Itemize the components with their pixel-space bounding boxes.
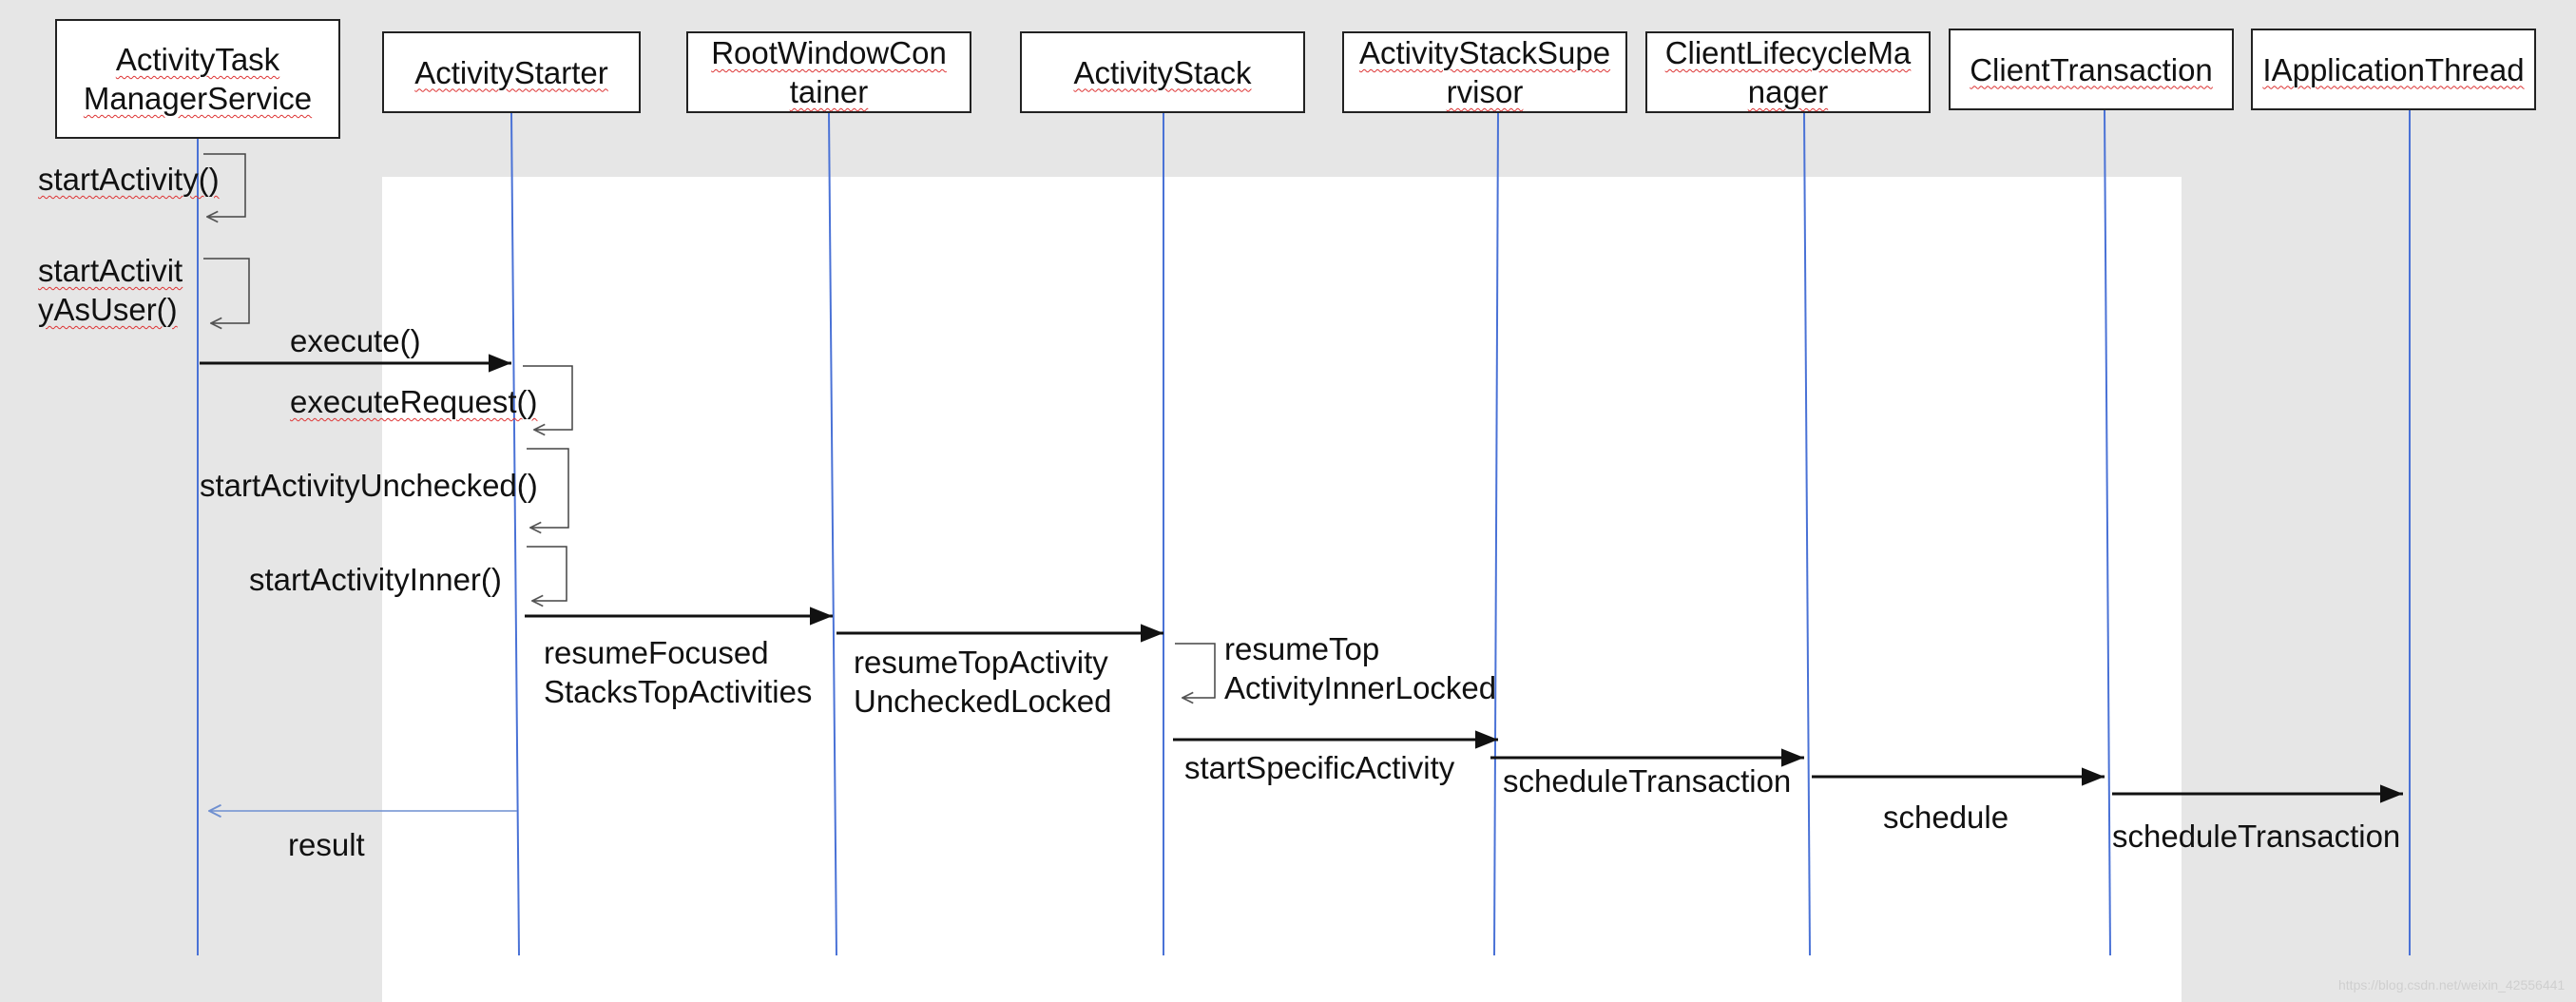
self-call-loop-execute-request bbox=[523, 365, 573, 430]
message-execute: execute() bbox=[290, 323, 421, 358]
participant-stack: ActivityStack bbox=[1020, 31, 1305, 113]
lifeline-lifecycle bbox=[1803, 111, 1811, 956]
lifeline-starter bbox=[510, 111, 520, 956]
message-execute-request: executeRequest() bbox=[290, 384, 538, 419]
participant-transaction-label: ClientTransaction bbox=[1970, 51, 2213, 87]
slide-panel bbox=[382, 177, 2182, 1002]
participant-appthread-label: IApplicationThread bbox=[2262, 51, 2525, 87]
message-start-activity-inner: startActivityInner() bbox=[249, 562, 502, 597]
participant-starter-label: ActivityStarter bbox=[414, 54, 608, 90]
self-call-loop-resume-top-inner bbox=[1175, 643, 1216, 698]
message-start-activity: startActivity() bbox=[38, 162, 220, 197]
self-call-loop-start-activity bbox=[203, 153, 246, 217]
message-start-specific: startSpecificActivity bbox=[1184, 750, 1455, 785]
lifeline-rwc bbox=[828, 111, 837, 956]
watermark: https://blog.csdn.net/weixin_42556441 bbox=[2338, 977, 2566, 992]
self-call-loop-start-activity-inner bbox=[527, 546, 567, 601]
message-schedule: schedule bbox=[1883, 800, 2009, 835]
lifeline-transaction bbox=[2104, 108, 2111, 956]
lifeline-supervisor bbox=[1493, 111, 1499, 956]
self-call-loop-start-activity-as-user bbox=[203, 258, 250, 323]
self-call-loop-start-activity-unchecked bbox=[527, 448, 569, 528]
message-schedule-transaction-1: scheduleTransaction bbox=[1503, 763, 1792, 799]
participant-stack-label: ActivityStack bbox=[1073, 54, 1252, 90]
participant-appthread: IApplicationThread bbox=[2251, 29, 2536, 110]
participant-starter: ActivityStarter bbox=[382, 31, 641, 113]
message-start-activity-unchecked: startActivityUnchecked() bbox=[200, 468, 538, 503]
message-schedule-transaction-2: scheduleTransaction bbox=[2112, 819, 2401, 854]
participant-transaction: ClientTransaction bbox=[1949, 29, 2234, 110]
message-result: result bbox=[288, 827, 365, 862]
